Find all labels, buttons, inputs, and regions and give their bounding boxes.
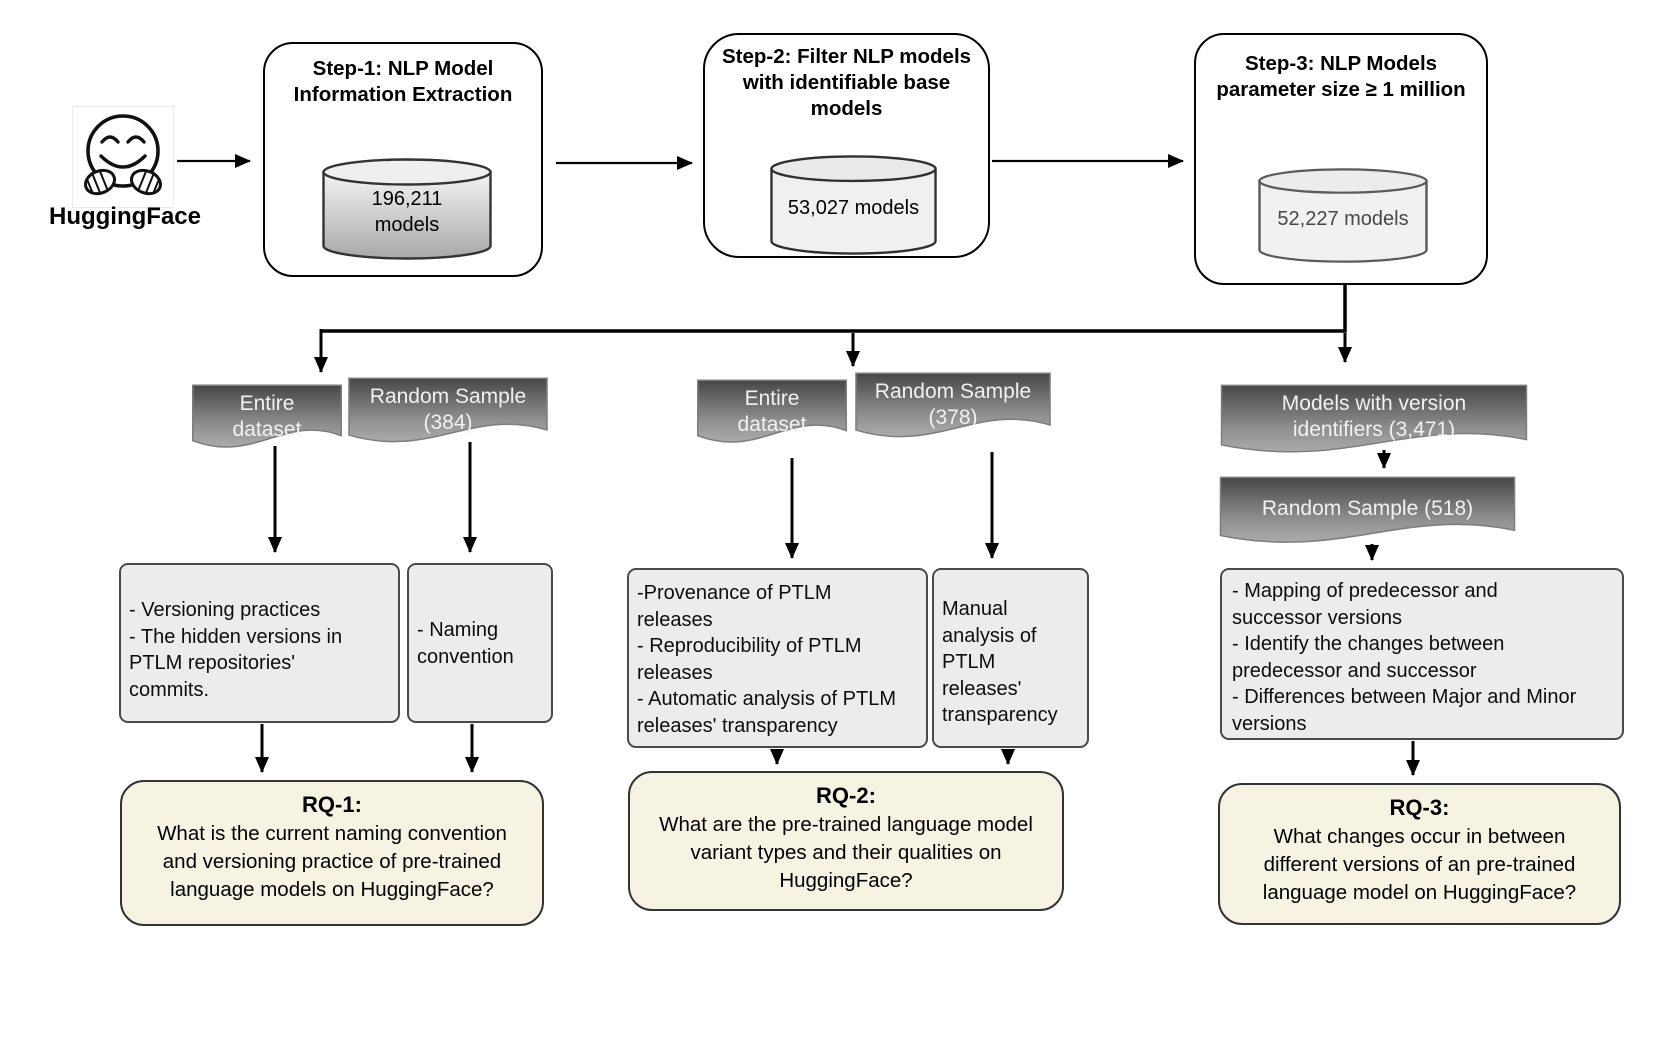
banner-random-sample-col1: Random Sample (384) bbox=[348, 377, 548, 459]
banner-label: Models with version identifiers (3,471) bbox=[1281, 392, 1467, 442]
document-shape bbox=[348, 377, 548, 459]
cylinder-icon bbox=[770, 155, 937, 255]
document-shape bbox=[192, 384, 342, 464]
rq-1-question: What is the current naming convention an… bbox=[157, 822, 507, 901]
step-3-title: Step-3: NLP Models parameter size ≥ 1 mi… bbox=[1216, 52, 1466, 101]
hugging-face-emoji-icon bbox=[83, 114, 163, 196]
analysis-text: Manual analysis of PTLM releases' transp… bbox=[942, 598, 1058, 727]
banner-models-with-version-ids: Models with version identifiers (3,471) bbox=[1220, 384, 1528, 470]
rq-3-title: RQ-3: bbox=[1389, 795, 1450, 820]
rq-1-title: RQ-1: bbox=[302, 792, 362, 817]
banner-random-sample-col2: Random Sample (378) bbox=[855, 372, 1051, 454]
rq-3-box: RQ-3: What changes occur in between diff… bbox=[1218, 783, 1621, 925]
cylinder-icon bbox=[322, 158, 492, 260]
step-1-database-cylinder: 196,211 models bbox=[322, 158, 492, 260]
banner-label: Random Sample (378) bbox=[874, 380, 1032, 430]
banner-label: Entire dataset bbox=[737, 387, 807, 437]
analysis-text: - Versioning practices - The hidden vers… bbox=[129, 599, 343, 701]
step-1-title: Step-1: NLP Model Information Extraction bbox=[293, 57, 513, 106]
trunk-line bbox=[321, 285, 1347, 333]
step-2-title: Step-2: Filter NLP models with identifia… bbox=[721, 45, 972, 120]
banner-label: Random Sample (384) bbox=[369, 385, 527, 435]
step-2-database-cylinder: 53,027 models bbox=[770, 155, 937, 255]
step-3-box: Step-3: NLP Models parameter size ≥ 1 mi… bbox=[1194, 33, 1488, 285]
document-shape bbox=[1220, 384, 1528, 470]
step-2-model-count: 53,027 models bbox=[787, 197, 920, 219]
step-3-model-count: 52,227 models bbox=[1277, 207, 1409, 230]
analysis-box-versioning: - Versioning practices - The hidden vers… bbox=[119, 563, 400, 723]
banner-entire-dataset-col1: Entire dataset bbox=[192, 384, 342, 464]
analysis-box-naming: - Naming convention bbox=[407, 563, 553, 723]
analysis-text: - Mapping of predecessor and successor v… bbox=[1232, 580, 1577, 735]
rq-2-box: RQ-2: What are the pre-trained language … bbox=[628, 771, 1064, 911]
rq-1-box: RQ-1: What is the current naming convent… bbox=[120, 780, 544, 926]
analysis-box-manual-analysis: Manual analysis of PTLM releases' transp… bbox=[932, 568, 1089, 748]
analysis-box-version-mapping: - Mapping of predecessor and successor v… bbox=[1220, 568, 1624, 740]
analysis-box-provenance: -Provenance of PTLM releases - Reproduci… bbox=[627, 568, 928, 748]
banner-entire-dataset-col2: Entire dataset bbox=[697, 379, 847, 459]
rq-3-question: What changes occur in between different … bbox=[1262, 825, 1577, 904]
banner-label: Entire dataset bbox=[232, 392, 302, 442]
banner-label: Random Sample (518) bbox=[1261, 497, 1474, 520]
banner-random-sample-col3: Random Sample (518) bbox=[1219, 476, 1516, 560]
step-1-model-count: 196,211 models bbox=[371, 188, 443, 236]
cylinder-icon bbox=[1258, 168, 1428, 263]
analysis-text: - Naming convention bbox=[417, 619, 514, 668]
document-shape bbox=[697, 379, 847, 459]
rq-2-question: What are the pre-trained language model … bbox=[659, 813, 1033, 892]
rq-2-title: RQ-2: bbox=[816, 783, 876, 808]
step-2-box: Step-2: Filter NLP models with identifia… bbox=[703, 33, 990, 258]
step-3-database-cylinder: 52,227 models bbox=[1258, 168, 1428, 263]
huggingface-label: HuggingFace bbox=[48, 203, 201, 230]
analysis-text: -Provenance of PTLM releases - Reproduci… bbox=[637, 582, 896, 737]
document-shape bbox=[1219, 476, 1516, 560]
document-shape bbox=[855, 372, 1051, 454]
huggingface-logo-frame bbox=[72, 106, 174, 208]
